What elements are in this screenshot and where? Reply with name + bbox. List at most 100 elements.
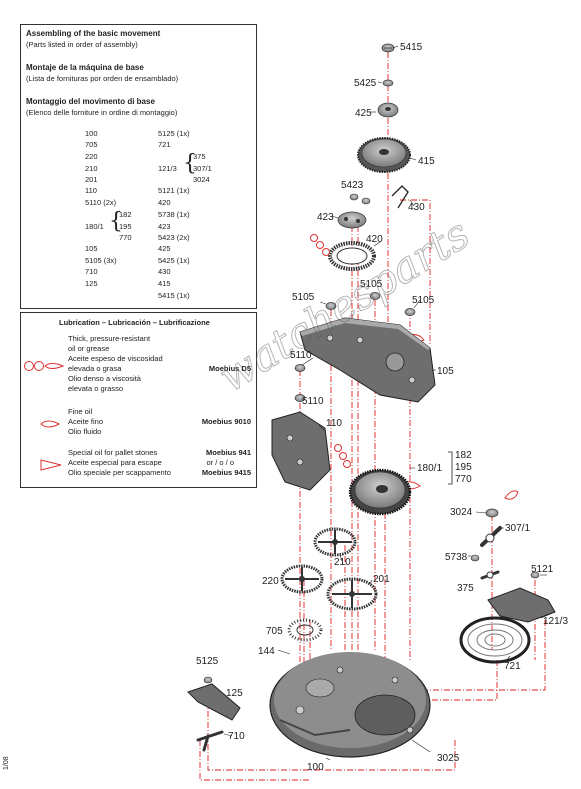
part-group-label: 180/1 xyxy=(85,222,104,231)
lube-line: Fine oil xyxy=(68,407,93,416)
part-list-item: 125 xyxy=(85,279,98,288)
group-bracket-180 xyxy=(448,451,453,485)
part-list-item: 423 xyxy=(158,222,171,231)
part-list-item: 3024 xyxy=(193,175,210,184)
part-list-item: 710 xyxy=(85,267,98,276)
part-list-item: 195 xyxy=(119,222,132,231)
part-list-item: 415 xyxy=(158,279,171,288)
assembly-title-es: Montaje de la máquina de base xyxy=(26,63,144,72)
lube-brand: Moebius 9415 xyxy=(201,468,251,477)
lube-brand: Moebius 9010 xyxy=(201,417,251,426)
lube-brand: Moebius 941 xyxy=(205,448,251,457)
part-5110-screw xyxy=(294,394,306,402)
label-770: 770 xyxy=(455,474,472,485)
part-group-label: 121/3 xyxy=(158,164,177,173)
part-list-item: 770 xyxy=(119,233,132,242)
label-110: 110 xyxy=(326,418,342,429)
part-list-item: 5425 (1x) xyxy=(158,256,190,265)
heavy-oil-drops-icon xyxy=(24,361,65,371)
lube-brand-or: or / o / o xyxy=(206,458,234,467)
label-425: 425 xyxy=(355,108,372,119)
part-5105-screw xyxy=(404,308,416,316)
lube-line: elevata o grasso xyxy=(68,384,124,393)
part-201-wheel xyxy=(326,577,378,611)
part-5105-screw xyxy=(325,302,337,310)
label-375: 375 xyxy=(457,583,474,594)
assembly-subtitle-it: (Elenco delle forniture in ordine di mon… xyxy=(26,108,178,117)
lube-line: oil or grease xyxy=(68,344,110,353)
part-list-item: 220 xyxy=(85,152,98,161)
part-5105-screw xyxy=(369,292,381,300)
label-3024: 3024 xyxy=(450,507,473,518)
part-125-pallet-bridge xyxy=(187,683,241,721)
part-423 xyxy=(337,211,367,229)
lube-line: Aceite fino xyxy=(68,417,104,426)
assembly-list-panel: Assembling of the basic movement (Parts … xyxy=(20,24,257,309)
label-220: 220 xyxy=(262,576,279,587)
lube-line: Olio speciale per scappamento xyxy=(68,468,171,477)
part-721-balance xyxy=(459,616,531,664)
assembly-subtitle-en: (Parts listed in order of assembly) xyxy=(26,40,138,49)
label-121-3: 121/3 xyxy=(543,616,568,627)
label-144: 144 xyxy=(258,646,275,657)
pallet-oil-drop-icon xyxy=(40,459,62,471)
label-430: 430 xyxy=(408,202,425,213)
label-705: 705 xyxy=(266,626,283,637)
label-5423: 5423 xyxy=(341,180,364,191)
lube-line: Special oil for pallet stones xyxy=(68,448,158,457)
part-list-item: 5125 (1x) xyxy=(158,129,190,138)
label-180-1: 180/1 xyxy=(417,463,442,474)
part-425 xyxy=(377,102,399,118)
label-105-bridge: 105 xyxy=(437,366,454,377)
lube-line: Olio fluido xyxy=(68,427,102,436)
label-100: 100 xyxy=(307,762,324,773)
part-5425-screw xyxy=(382,79,394,87)
label-195: 195 xyxy=(455,462,472,473)
label-5125: 5125 xyxy=(196,656,219,667)
part-3024 xyxy=(485,508,499,518)
lubrication-title: Lubrication – Lubricación – Lubrificazio… xyxy=(59,318,210,327)
label-307-1: 307/1 xyxy=(505,523,530,534)
part-5110-screw xyxy=(294,364,306,372)
label-5425: 5425 xyxy=(354,78,377,89)
fine-oil-drop-icon xyxy=(40,420,61,428)
part-list-item: 375 xyxy=(193,152,206,161)
part-list-item: 105 xyxy=(85,244,98,253)
lube-line: Aceite espeso de viscosidad xyxy=(68,354,163,363)
label-201: 201 xyxy=(373,574,390,585)
part-list-item: 721 xyxy=(158,140,171,149)
part-list-item: 5110 (2x) xyxy=(85,198,117,207)
part-list-item: 307/1 xyxy=(193,164,212,173)
part-list-item: 182 xyxy=(119,210,132,219)
label-710: 710 xyxy=(228,731,245,742)
side-note: 1/08 xyxy=(3,756,10,770)
part-415-ratchet-wheel xyxy=(357,137,411,173)
part-307-1 xyxy=(480,526,502,547)
part-210-wheel xyxy=(313,527,357,557)
label-5738: 5738 xyxy=(445,552,468,563)
part-list-item: 100 xyxy=(85,129,98,138)
part-list-item: 420 xyxy=(158,198,171,207)
part-5423-screw xyxy=(361,197,371,205)
part-list-item: 5423 (2x) xyxy=(158,233,190,242)
label-5105-mid: 5105 xyxy=(360,279,383,290)
part-100-main-plate xyxy=(269,652,431,758)
label-3025: 3025 xyxy=(437,753,460,764)
label-125: 125 xyxy=(226,688,243,699)
lube-brand: Moebius D5 xyxy=(208,364,251,373)
part-5415-screw xyxy=(381,43,395,53)
part-710-pallet-fork xyxy=(196,730,224,752)
part-list-item: 110 xyxy=(85,186,97,195)
part-180-1-barrel xyxy=(348,468,412,516)
assembly-subtitle-es: (Lista de fornituras por orden de ensamb… xyxy=(26,74,179,83)
assembly-title-it: Montaggio del movimento di base xyxy=(26,97,155,106)
label-721: 721 xyxy=(504,661,521,672)
part-list-item: 210 xyxy=(85,164,98,173)
part-list-item: 430 xyxy=(158,267,171,276)
lube-line: Aceite especial para escape xyxy=(68,458,162,467)
part-list-item: 425 xyxy=(158,244,171,253)
assembly-title-en: Assembling of the basic movement xyxy=(26,29,161,38)
label-105: 5105 xyxy=(412,295,435,306)
part-420-crown-wheel xyxy=(328,241,376,271)
